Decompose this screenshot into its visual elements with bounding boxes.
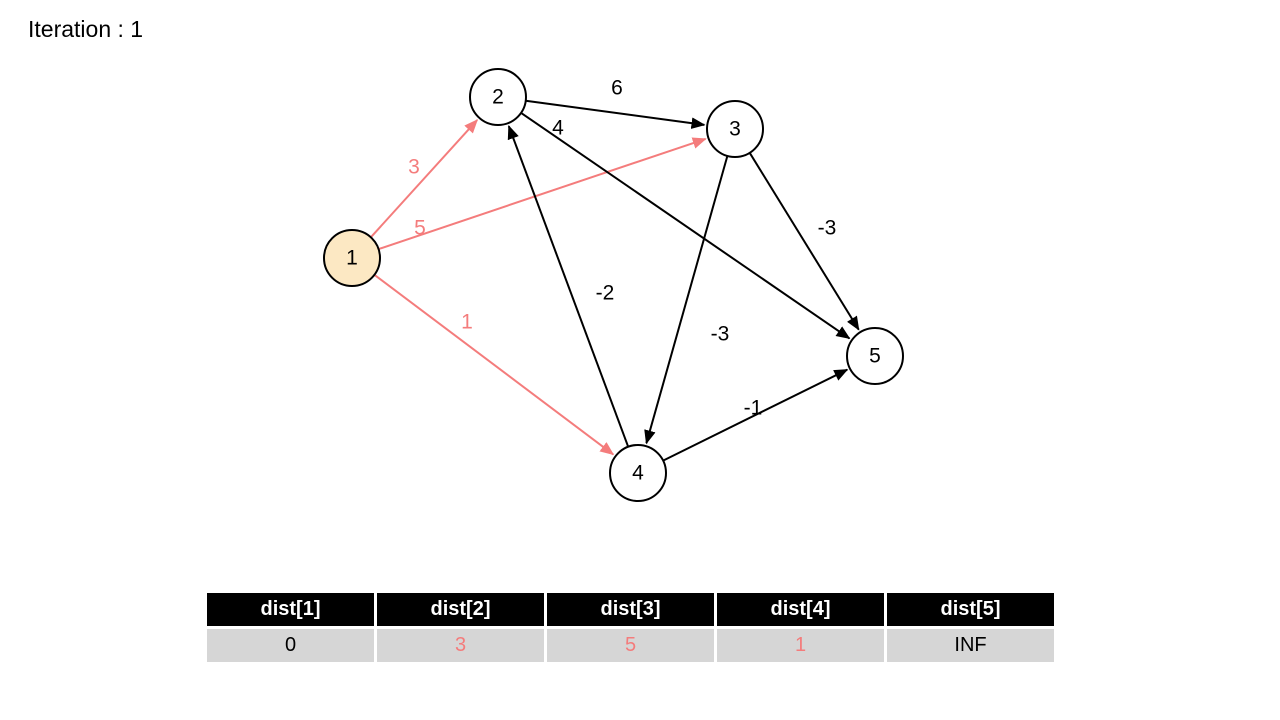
edge-weight-4-to-2: -2 xyxy=(596,282,615,305)
edge-3-to-4 xyxy=(644,155,729,445)
iteration-label: Iteration : 1 xyxy=(28,16,144,42)
edge-3-to-5 xyxy=(748,152,860,331)
node-4 xyxy=(609,444,667,502)
edge-4-to-2 xyxy=(507,125,630,448)
dist-header-cell-1: dist[1] xyxy=(207,593,374,626)
node-2 xyxy=(469,68,527,126)
dist-header-cell-5: dist[5] xyxy=(887,593,1054,626)
dist-value-cell-4: 1 xyxy=(717,629,884,662)
dist-header-cell-2: dist[2] xyxy=(377,593,544,626)
dist-header-cell-3: dist[3] xyxy=(547,593,714,626)
dist-value-cell-1: 0 xyxy=(207,629,374,662)
node-1-highlighted xyxy=(323,229,381,287)
dist-value-cell-5: INF xyxy=(887,629,1054,662)
edge-weight-2-to-5: 4 xyxy=(552,117,564,140)
edge-weight-2-to-3: 6 xyxy=(611,77,623,100)
dist-value-cell-2: 3 xyxy=(377,629,544,662)
node-5 xyxy=(846,327,904,385)
node-3 xyxy=(706,100,764,158)
edge-weight-1-to-3: 5 xyxy=(414,217,426,240)
node-label-3: 3 xyxy=(729,118,741,141)
edge-weight-1-to-4: 1 xyxy=(461,311,473,334)
edge-1-to-2 xyxy=(370,119,478,238)
node-label-1: 1 xyxy=(346,247,358,270)
edge-4-to-5 xyxy=(662,368,849,462)
node-layer: 1 2 3 4 5 xyxy=(323,68,904,502)
edge-2-to-5 xyxy=(520,112,851,340)
edge-1-to-3 xyxy=(378,137,707,251)
edge-2-to-3 xyxy=(525,99,706,129)
edge-1-to-4 xyxy=(373,274,615,456)
edge-weight-1-to-2: 3 xyxy=(408,156,420,179)
edge-weight-3-to-5: -3 xyxy=(818,217,837,240)
dist-header-cell-4: dist[4] xyxy=(717,593,884,626)
dist-value-cell-3: 5 xyxy=(547,629,714,662)
node-label-4: 4 xyxy=(632,462,644,485)
node-label-2: 2 xyxy=(492,86,504,109)
edge-layer: 3 5 1 6 4 -2 -3 -3 -1 xyxy=(370,77,860,462)
edge-weight-3-to-4: -3 xyxy=(711,323,730,346)
edge-weight-4-to-5: -1 xyxy=(744,397,763,420)
node-label-5: 5 xyxy=(869,345,881,368)
distance-table-header-row: dist[1]dist[2]dist[3]dist[4]dist[5] xyxy=(207,593,1054,626)
